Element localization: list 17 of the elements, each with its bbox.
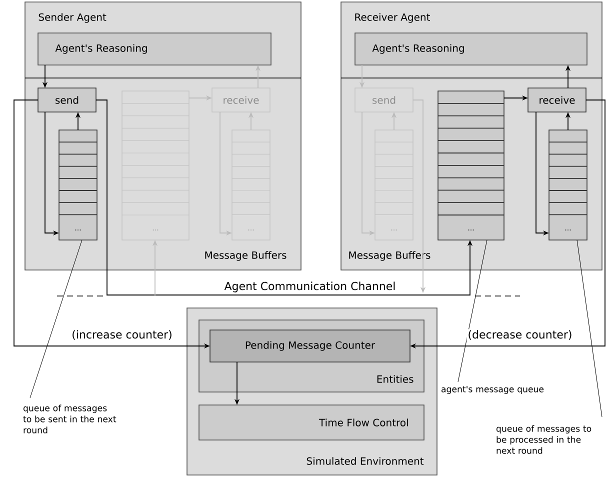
- faded-receive-box: receive: [212, 88, 270, 112]
- channel-label: Agent Communication Channel: [224, 282, 395, 292]
- leader-line: [458, 240, 488, 382]
- reasoning-box: Agent's Reasoning: [354, 32, 588, 66]
- send-box: send: [38, 88, 96, 112]
- leader-line: [30, 240, 82, 398]
- reasoning-box: Agent's Reasoning: [38, 32, 272, 66]
- edge-label: (decrease counter): [468, 330, 572, 340]
- annotation-text: queue of messages to be sent in the next round: [23, 404, 116, 434]
- counter-box: Pending Message Counter: [210, 330, 410, 362]
- edge-label: (increase counter): [72, 330, 172, 340]
- annotation-text: queue of messages to be processed in the next round: [496, 425, 592, 454]
- receive-box: receive: [528, 88, 586, 112]
- faded-send-box: send: [354, 88, 414, 112]
- time-control-box: Time Flow Control: [198, 404, 424, 440]
- annotation-text: agent's message queue: [442, 386, 544, 394]
- leader-line: [576, 240, 602, 418]
